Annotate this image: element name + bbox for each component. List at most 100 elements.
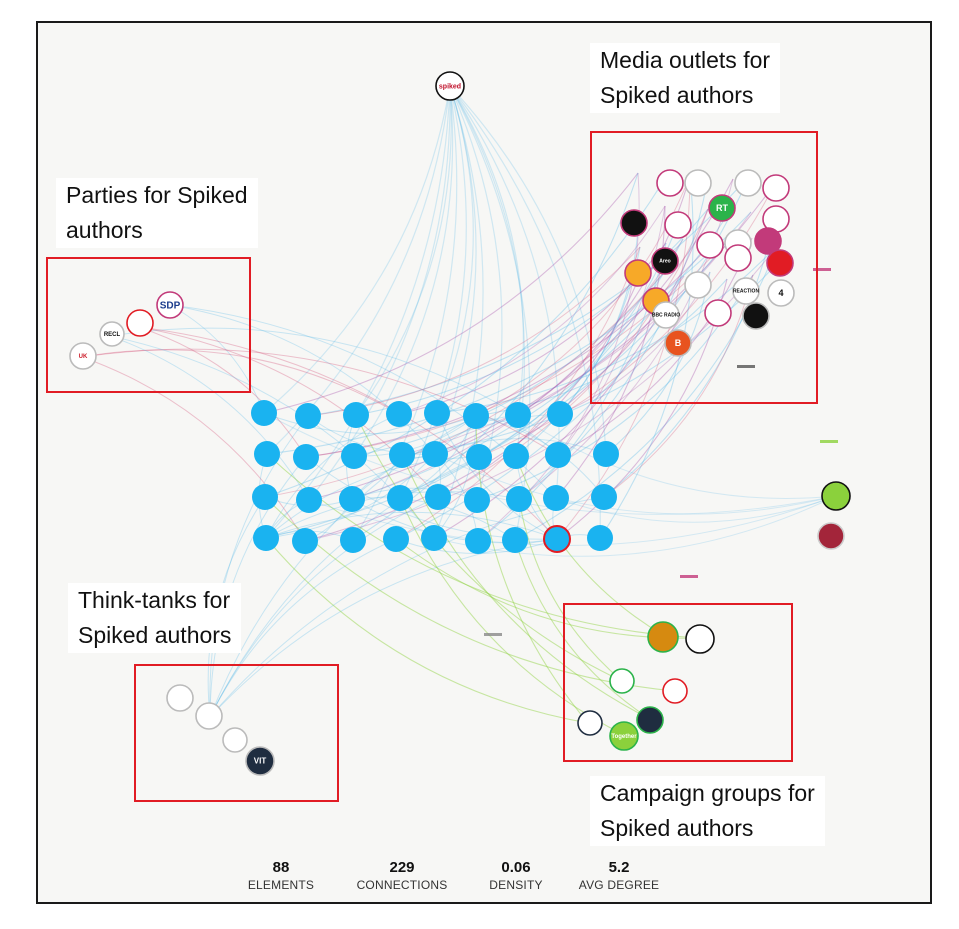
media-logo-node-circle: [651, 247, 679, 275]
media-logo-node[interactable]: [656, 169, 684, 197]
party-logo-uk-circle: [69, 342, 97, 370]
edge-author-top: [352, 85, 458, 541]
media-logo-node[interactable]: [734, 169, 762, 197]
author-node[interactable]: [466, 444, 492, 470]
party-logo-uk[interactable]: UK: [69, 342, 97, 370]
author-node[interactable]: [387, 485, 413, 511]
media-logo-node-circle: [754, 227, 782, 255]
edge-author-media: [398, 205, 666, 415]
author-node[interactable]: [421, 525, 447, 551]
media-logo-node[interactable]: [766, 249, 794, 277]
party-logo-sdp-circle: [156, 291, 184, 319]
media-logo-node[interactable]: Areo: [651, 247, 679, 275]
author-node[interactable]: [425, 484, 451, 510]
author-node[interactable]: [292, 528, 318, 554]
edge-author-author: [307, 415, 436, 455]
author-node[interactable]: [254, 441, 280, 467]
campaign-logo-2[interactable]: [685, 624, 715, 654]
author-node[interactable]: [251, 400, 277, 426]
campaign-logo-3[interactable]: [609, 668, 635, 694]
author-node[interactable]: [465, 528, 491, 554]
media-logo-node-circle: [664, 211, 692, 239]
media-logo-node[interactable]: BBC RADIO: [652, 301, 680, 329]
campaign-logo-5[interactable]: [636, 706, 664, 734]
party-logo-recl[interactable]: RECL: [99, 321, 125, 347]
media-logo-node-circle: [734, 169, 762, 197]
campaign-logo-together[interactable]: Together: [609, 721, 639, 751]
media-logo-node[interactable]: RT: [708, 194, 736, 222]
media-logo-node[interactable]: [762, 174, 790, 202]
author-node[interactable]: [340, 527, 366, 553]
campaigns-callout-line-1: Campaign groups for: [600, 780, 815, 806]
media-logo-node-circle: [766, 249, 794, 277]
author-node[interactable]: [463, 403, 489, 429]
author-node[interactable]: [505, 402, 531, 428]
media-logo-node[interactable]: [664, 211, 692, 239]
thinktank-logo-policy-exchange[interactable]: [166, 684, 194, 712]
author-node[interactable]: [545, 442, 571, 468]
edge-author-media: [263, 172, 639, 414]
media-logo-node[interactable]: [724, 244, 752, 272]
media-logo-node[interactable]: [684, 271, 712, 299]
author-node[interactable]: [424, 400, 450, 426]
author-node[interactable]: [293, 444, 319, 470]
edge-author-top: [449, 85, 560, 499]
media-logo-node[interactable]: B: [664, 329, 692, 357]
thinktank-logo-vit[interactable]: VIT: [245, 746, 275, 776]
author-node[interactable]: [296, 487, 322, 513]
author-node[interactable]: [386, 401, 412, 427]
author-node[interactable]: [464, 487, 490, 513]
campaign-logo-1[interactable]: [647, 621, 679, 653]
author-node[interactable]: [383, 526, 409, 552]
edge-author-media: [557, 237, 753, 456]
author-node[interactable]: [422, 441, 448, 467]
author-node[interactable]: [593, 441, 619, 467]
media-logo-node-label: Areo: [659, 259, 670, 265]
party-logo-sdp[interactable]: SDP: [156, 291, 184, 319]
party-logo-uk-label: UK: [79, 354, 88, 360]
edge-author-party: [81, 349, 400, 415]
right-logo-green[interactable]: [821, 481, 851, 511]
author-node[interactable]: [591, 484, 617, 510]
author-node[interactable]: [295, 403, 321, 429]
campaign-logo-6[interactable]: [577, 710, 603, 736]
media-logo-node[interactable]: [624, 259, 652, 287]
author-node[interactable]: [343, 402, 369, 428]
edge-author-author: [351, 498, 558, 544]
author-node[interactable]: [502, 527, 528, 553]
right-logo-maroon[interactable]: [817, 522, 845, 550]
media-logo-node[interactable]: [620, 209, 648, 237]
campaign-logo-together-circle: [609, 721, 639, 751]
media-logo-node-circle: [704, 299, 732, 327]
edge-author-top: [449, 85, 601, 539]
author-node[interactable]: [543, 525, 571, 553]
media-logo-node[interactable]: [754, 227, 782, 255]
author-node[interactable]: [587, 525, 613, 551]
thinktank-logo-2[interactable]: [195, 702, 223, 730]
media-logo-node[interactable]: [684, 169, 712, 197]
media-logo-node[interactable]: REACTION: [732, 277, 760, 305]
author-node[interactable]: [503, 443, 529, 469]
author-node[interactable]: [339, 486, 365, 512]
author-node[interactable]: [253, 525, 279, 551]
edge-author-author: [353, 415, 477, 457]
media-logo-node[interactable]: 4: [767, 279, 795, 307]
thinktank-logo-2-circle: [195, 702, 223, 730]
author-node[interactable]: [506, 486, 532, 512]
author-node[interactable]: [547, 401, 573, 427]
edge-author-thinktank: [209, 496, 605, 718]
media-logo-node[interactable]: [696, 231, 724, 259]
thinktank-logo-3[interactable]: [222, 727, 248, 753]
campaign-logo-4[interactable]: [662, 678, 688, 704]
party-logo-generic[interactable]: [126, 309, 154, 337]
author-node[interactable]: [252, 484, 278, 510]
media-logo-node[interactable]: [742, 302, 770, 330]
spiked-logo-node[interactable]: spiked: [435, 71, 465, 101]
author-node[interactable]: [389, 442, 415, 468]
author-node[interactable]: [543, 485, 569, 511]
media-logo-node-circle: [732, 277, 760, 305]
media-logo-node[interactable]: [704, 299, 732, 327]
author-node[interactable]: [341, 443, 367, 469]
